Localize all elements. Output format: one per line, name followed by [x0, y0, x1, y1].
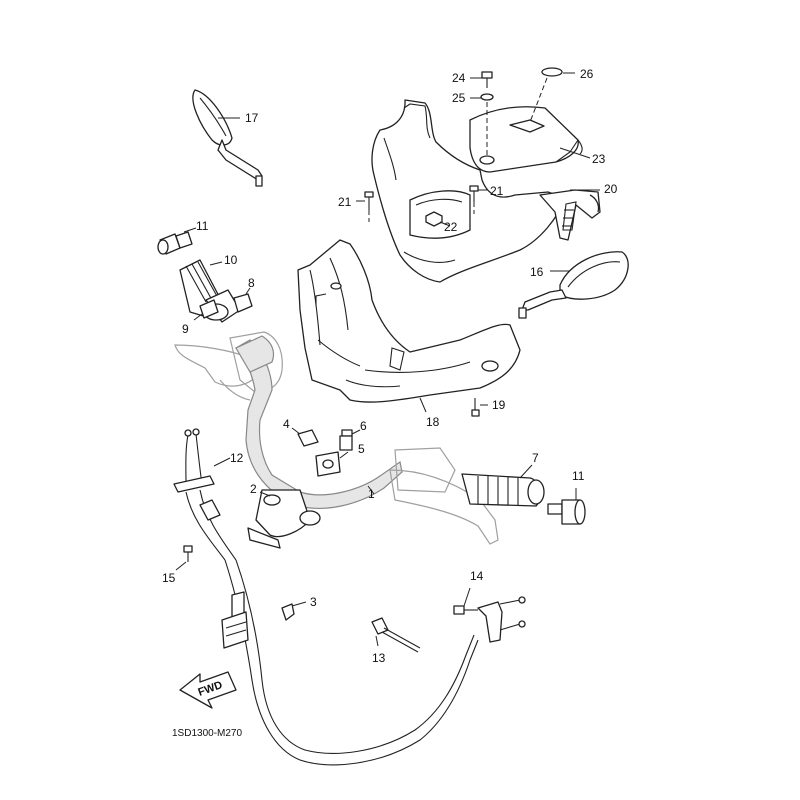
callout-11a: 11 [196, 219, 209, 233]
callout-11b: 11 [572, 469, 585, 483]
callout-21b: 21 [490, 184, 504, 198]
upper-holder-5[interactable] [315, 451, 349, 477]
lower-holder-2[interactable] [247, 489, 321, 549]
grip-7[interactable] [461, 464, 545, 507]
nut-22[interactable] [425, 211, 451, 227]
bolt-6[interactable] [339, 429, 361, 451]
emblem-26[interactable] [529, 67, 575, 123]
callout-6: 6 [360, 419, 367, 433]
washer-25[interactable] [470, 93, 494, 101]
callout-20: 20 [604, 182, 618, 196]
right-lever-ghost [389, 447, 499, 545]
callout-22: 22 [444, 220, 458, 234]
cable-connector [221, 591, 249, 649]
callout-5: 5 [358, 442, 365, 456]
mirror-left[interactable] [192, 89, 263, 187]
diagram-code: 1SD1300-M270 [172, 728, 242, 739]
screw-15[interactable] [175, 545, 193, 571]
callout-15: 15 [162, 571, 176, 585]
callout-9: 9 [182, 322, 189, 336]
screw-19[interactable] [471, 398, 488, 417]
screw-14[interactable] [453, 587, 526, 643]
callout-21a: 21 [338, 195, 352, 209]
bolt-24[interactable] [470, 71, 493, 158]
callout-7: 7 [532, 451, 539, 465]
fwd-arrow: FWD [179, 671, 237, 709]
callout-16: 16 [530, 265, 544, 279]
callout-13: 13 [372, 651, 386, 665]
callout-19: 19 [492, 398, 506, 412]
screw-21b[interactable] [469, 185, 488, 214]
clamp-3[interactable] [281, 601, 307, 621]
guide-9[interactable] [193, 299, 219, 321]
callout-25: 25 [452, 91, 466, 105]
callout-10: 10 [224, 253, 238, 267]
holder-4[interactable] [291, 427, 319, 447]
mirror-right[interactable] [518, 251, 629, 319]
end-cap-11a[interactable] [157, 227, 197, 255]
top-cover[interactable] [469, 106, 591, 173]
callout-14: 14 [470, 569, 484, 583]
throttle-cable-12[interactable] [173, 428, 479, 766]
guide-8[interactable] [233, 287, 253, 313]
end-cap-11b[interactable] [547, 488, 586, 525]
callout-12: 12 [230, 451, 244, 465]
callout-4: 4 [283, 417, 290, 431]
callout-23: 23 [592, 152, 606, 166]
callout-2: 2 [250, 482, 257, 496]
rear-cover[interactable] [297, 239, 521, 413]
callout-24: 24 [452, 71, 466, 85]
screw-21a[interactable] [356, 191, 374, 222]
callout-18: 18 [426, 415, 440, 429]
handlebar[interactable] [235, 335, 403, 509]
callout-3: 3 [310, 595, 317, 609]
callouts: 17 16 20 21 21 22 23 24 25 26 18 19 11 1… [162, 67, 618, 665]
callout-26: 26 [580, 67, 594, 81]
callout-17: 17 [245, 111, 259, 125]
band-13[interactable] [371, 617, 421, 653]
callout-1: 1 [368, 487, 375, 501]
callout-8: 8 [248, 276, 255, 290]
